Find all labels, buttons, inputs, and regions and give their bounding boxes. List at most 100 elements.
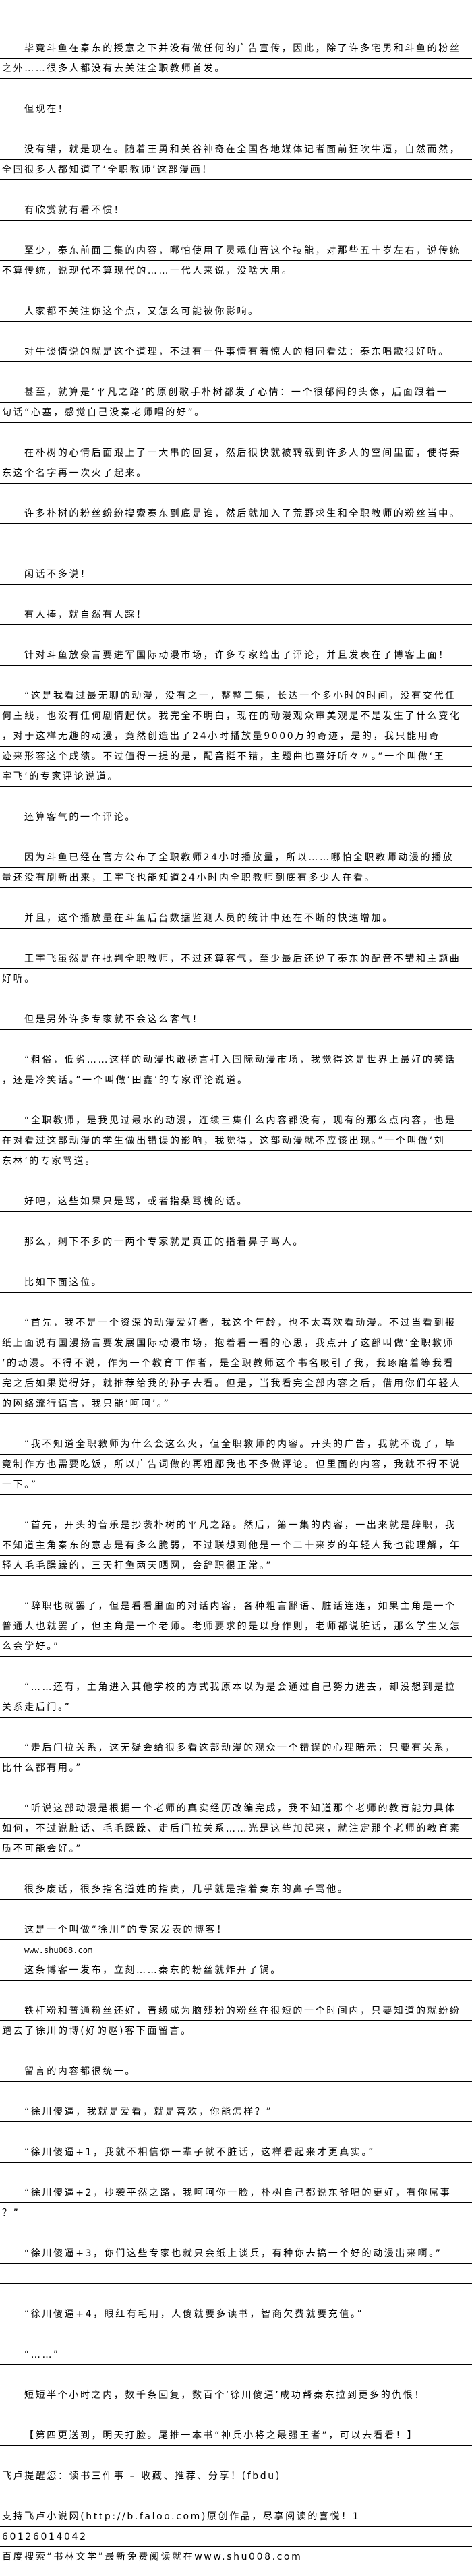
note-line: www.shu008.com	[24, 1945, 93, 1955]
text-line: “辞职也就罢了，但是看看里面的对话内容，各种粗言鄙语、脏话连连，如果主角是一个	[0, 1596, 472, 1616]
text-line: 有欣赏就有看不惯！	[0, 200, 472, 221]
text-line: 铁杆粉和普通粉丝还好，晋级成为脑残粉的粉丝在很短的一个时间内，只要知道的就纷纷	[0, 2001, 472, 2021]
text-line: 么会学好。”	[0, 1637, 472, 1657]
text-line: 短短半个小时之内，数千条回复，数百个‘徐川傻逼’成功帮秦东拉到更多的仇恨！	[0, 2385, 472, 2405]
text-line: 宇飞’的专家评论说道。	[0, 767, 472, 787]
text-line: 至少，秦东前面三集的内容，哪怕使用了灵魂仙音这个技能，对那些五十岁左右，说传统	[0, 241, 472, 261]
text-line: 何主线，也没有任何剧情起伏。我完全不明白，现在的动漫观众审美观是不是发生了什么变…	[0, 706, 472, 726]
blank-row	[0, 1576, 472, 1596]
text-line: 留言的内容都很统一。	[0, 2061, 472, 2082]
blank-row	[0, 2486, 472, 2507]
text-line: 那么，剩下不多的一两个专家就是真正的指着鼻子骂人。	[0, 1232, 472, 1252]
text-line: 许多朴树的粉丝纷纷搜索秦东到底是谁，然后就加入了荒野求生和全职教师的粉丝当中。	[0, 504, 472, 524]
text-line: 在朴树的心情后面跟上了一大串的回复，然后很快就被转载到许多人的空间里面，使得秦	[0, 443, 472, 463]
text-line: 【第四更送到，明天打脸。尾推一本书“神兵小将之最强王者”，可以去看看！】	[0, 2426, 472, 2446]
text-line: “徐川傻逼+4，眼红有毛用，人傻就要多读书，智商欠费就要充值。”	[0, 2304, 472, 2324]
blank-row	[0, 666, 472, 686]
text-line: 好听。	[0, 969, 472, 989]
blank-row	[0, 1252, 472, 1272]
blank-row	[0, 2284, 472, 2304]
text-line: 没有错，就是现在。随着王勇和关谷神奇在全国各地媒体记者面前狂吹牛逼，自然而然，	[0, 140, 472, 160]
blank-row	[0, 1900, 472, 1920]
blank-row	[0, 2122, 472, 2142]
text-line: 纸上面说有国漫扬言要发展国际动漫市场，抱着看一看的心思，我点开了这部叫做‘全职教…	[0, 1333, 472, 1353]
blank-row	[0, 484, 472, 504]
blank-row	[0, 1030, 472, 1050]
text-line: 的网络流行语言，我只能‘呵呵’。”	[0, 1394, 472, 1414]
blank-row	[0, 2324, 472, 2345]
text-line: “……还有，主角进入其他学校的方式我原本以为是会通过自己努力进去，却没想到是拉	[0, 1677, 472, 1697]
text-line: “徐川傻逼+1，我就不相信你一辈子就不脏话，这样看起来才更真实。”	[0, 2142, 472, 2163]
text-line: 还算客气的一个评论。	[0, 807, 472, 827]
empty-ruled-line	[0, 2264, 472, 2284]
text-line: 60126014042	[0, 2527, 472, 2547]
blank-row	[0, 322, 472, 342]
text-line: 关系走后门。”	[0, 1697, 472, 1718]
text-line: 全国很多人都知道了‘全职教师’这部漫画！	[0, 160, 472, 180]
text-line: “粗俗，低劣……这样的动漫也敢扬言打入国际动漫市场，我觉得这是世界上最好的笑话	[0, 1050, 472, 1070]
text-line: 比什么都有用。”	[0, 1758, 472, 1778]
text-line: ？”	[0, 2203, 472, 2223]
text-line: “徐川傻逼+2，抄袭平然之路，我呵呵你一脸，朴树自己都说东爷唱的更好，有你屌事	[0, 2183, 472, 2203]
blank-row	[0, 119, 472, 140]
text-line: 迹来形容这个成绩。不过值得一提的是，配音挺不错，主题曲也蛮好听々〃。”一个叫做‘…	[0, 747, 472, 767]
blank-row	[0, 929, 472, 949]
text-line: “全职教师，是我见过最水的动漫，连续三集什么内容都没有，现有的那么点内容，也是	[0, 1111, 472, 1131]
blank-row	[0, 1778, 472, 1798]
text-line: “徐川傻逼+3，你们这些专家也就只会纸上谈兵，有种你去搞一个好的动漫出来啊。”	[0, 2244, 472, 2264]
text-line: 但是另外许多专家就不会这么客气！	[0, 1009, 472, 1030]
text-line: 针对斗鱼放豪言要进军国际动漫市场，许多专家给出了评论，并且发表在了博客上面！	[0, 645, 472, 666]
text-line: “首先，我不是一个资深的动漫爱好者，我这个年龄，也不太喜欢看动漫。不过当看到报	[0, 1313, 472, 1333]
blank-row	[0, 423, 472, 443]
text-line: 不知道主角秦东的意志是有多么脆弱，不过联想到他是一个二十来岁的年轻人我也能理解，…	[0, 1535, 472, 1556]
blank-row	[0, 544, 472, 564]
blank-row	[0, 1090, 472, 1111]
blank-row	[0, 1495, 472, 1515]
text-line: 一下。”	[0, 1475, 472, 1495]
text-line: 因为斗鱼已经在官方公布了全职教师24小时播放量，所以……哪怕全职教师动漫的播放	[0, 848, 472, 868]
text-line: 完之后如果觉得好，就推荐给我的孙子去看。但是，当我看完全部内容之后，借用你们年轻…	[0, 1374, 472, 1394]
text-line: 毕竟斗鱼在秦东的授意之下并没有做任何的广告宣传，因此，除了许多宅男和斗鱼的粉丝	[0, 38, 472, 59]
text-line: 轻人毛毛躁躁的，三天打鱼两天晒网，会辞职很正常。”	[0, 1556, 472, 1576]
blank-row	[0, 989, 472, 1009]
text-line: 量还没有刷新出来，王宇飞也能知道24小时内全职教师到底有多少人在看。	[0, 868, 472, 888]
text-line: 但现在！	[0, 99, 472, 119]
text-line: 普通人也就罢了，但主角是一个老师。老师要求的是以身作则，老师都说脏话，那么学生又…	[0, 1616, 472, 1637]
blank-row	[0, 1212, 472, 1232]
text-line: 不算传统，说现代不算现代的……一代人来说，没啥大用。	[0, 261, 472, 281]
blank-row	[0, 281, 472, 301]
text-line: 支持飞卢小说网(http://b.faloo.com)原创作品，尽享阅读的喜悦！…	[0, 2507, 472, 2527]
blank-row	[0, 221, 472, 241]
text-line: 质不可能会好。”	[0, 1839, 472, 1859]
text-line: 很多废话，很多指名道姓的指责，几乎就是指着秦东的鼻子骂他。	[0, 1879, 472, 1900]
text-line: “徐川傻逼，我就是爱看，就是喜欢，你能怎样？”	[0, 2102, 472, 2122]
blank-row	[0, 362, 472, 382]
text-line: 闲话不多说！	[0, 564, 472, 585]
document-body: 毕竟斗鱼在秦东的授意之下并没有做任何的广告宣传，因此，除了许多宅男和斗鱼的粉丝之…	[0, 38, 472, 2567]
blank-row	[0, 1859, 472, 1879]
blank-row	[0, 1657, 472, 1677]
text-line: 跑去了徐川的博(好的赵)客下面留言。	[0, 2021, 472, 2041]
empty-ruled-line	[0, 524, 472, 544]
blank-row	[0, 2405, 472, 2426]
text-line: “听说这部动漫是根据一个老师的真实经历改编完成，我不知道那个老师的教育能力具体	[0, 1798, 472, 1819]
text-line: ，对于这样无趣的动漫，竟然创造出了24小时播放量9000万的奇迹，是的，我只能用…	[0, 726, 472, 747]
text-line: 甚至，就算是‘平凡之路’的原创歌手朴树都发了心情：一个很郁闷的头像，后面跟着一	[0, 382, 472, 403]
blank-row	[0, 2223, 472, 2244]
blank-row	[0, 2365, 472, 2385]
blank-row	[0, 180, 472, 200]
text-line: 有人捧，就自然有人踩！	[0, 605, 472, 625]
blank-row	[0, 2446, 472, 2466]
note-line: 百度搜索“书林文学”最新免费阅读就在www.shu008.com	[2, 2552, 303, 2563]
blank-row	[0, 2082, 472, 2102]
blank-row	[0, 1171, 472, 1192]
text-line: “我不知道全职教师为什么会这么火，但全职教师的内容。开头的广告，我就不说了，毕	[0, 1434, 472, 1455]
text-line: 并且，这个播放量在斗鱼后台数据监测人员的统计中还在不断的快速增加。	[0, 908, 472, 929]
blank-row	[0, 1293, 472, 1313]
text-line: 人家都不关注你这个点，又怎么可能被你影响。	[0, 301, 472, 322]
blank-row	[0, 888, 472, 908]
text-line: 东林’的专家骂道。	[0, 1151, 472, 1171]
blank-row	[0, 585, 472, 605]
blank-row	[0, 1414, 472, 1434]
blank-row	[0, 625, 472, 645]
